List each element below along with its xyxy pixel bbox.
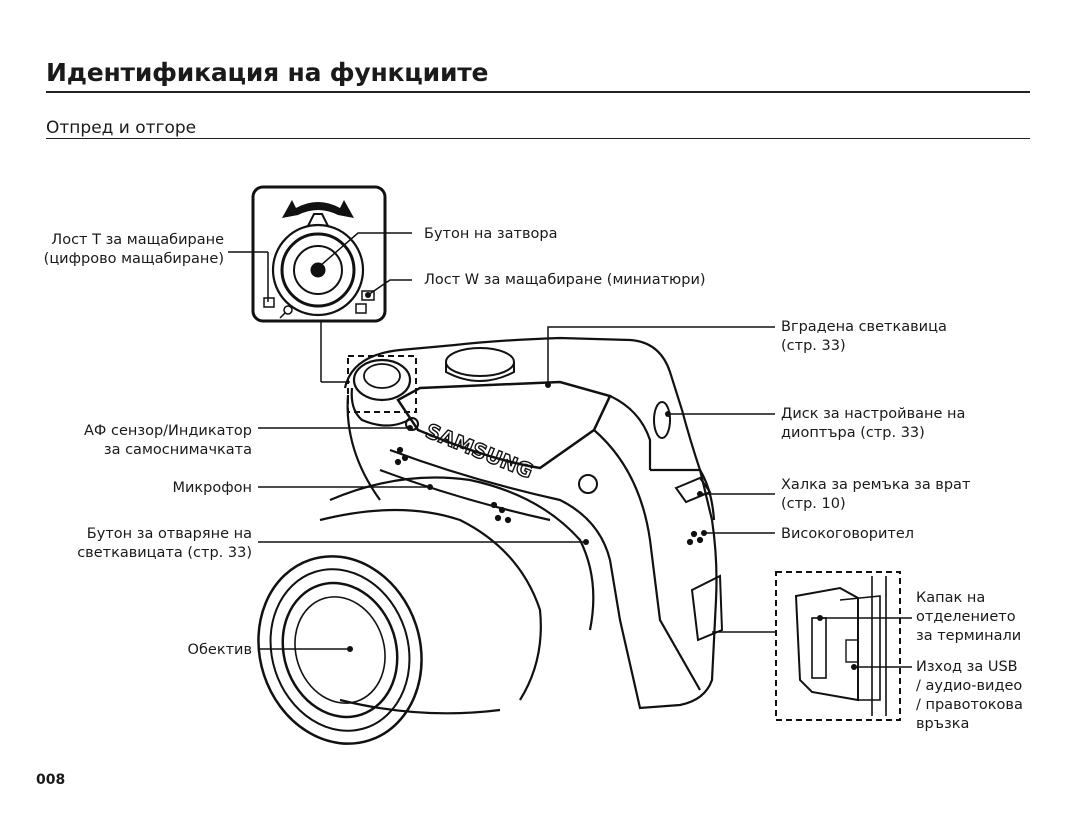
label-strap: Халка за ремъка за врат (стр. 10)	[781, 477, 971, 512]
shutter-highlight-box	[347, 355, 417, 413]
zoom-arrows-icon	[282, 200, 354, 218]
shutter-inset	[251, 185, 387, 383]
title-rule	[46, 91, 1030, 93]
camera-body	[257, 336, 724, 745]
label-shutter: Бутон на затвора	[424, 226, 558, 242]
leader-dots	[317, 263, 857, 670]
subtitle-rule	[46, 138, 1030, 139]
label-af-sensor: АФ сензор/Индикатор за самоснимачката	[84, 423, 252, 458]
terminal-inset	[775, 571, 901, 721]
label-flash-button: Бутон за отваряне на светкавицата (стр. …	[77, 526, 252, 561]
label-terminal-cover: Капак на отделението за терминали	[916, 590, 1022, 644]
label-lens: Обектив	[187, 642, 252, 658]
label-microphone: Микрофон	[172, 480, 252, 496]
section-subtitle: Отпред и отгоре	[46, 118, 197, 138]
page-number: 008	[36, 772, 66, 788]
brand-logo: SAMSUNG	[422, 418, 536, 483]
label-speaker: Високоговорител	[781, 526, 915, 542]
page-title: Идентификация на функциите	[46, 58, 489, 87]
label-zoom-t: Лост T за мащабиране (цифрово мащабиране…	[43, 232, 224, 267]
label-diopter: Диск за настройване на диоптъра (стр. 33…	[781, 406, 966, 441]
label-flash: Вградена светкавица (стр. 33)	[781, 319, 947, 354]
leader-lines	[228, 232, 912, 668]
label-usb-port: Изход за USB / аудио-видео / правотокова…	[916, 659, 1023, 732]
label-zoom-w: Лост W за мащабиране (миниатюри)	[424, 272, 706, 288]
